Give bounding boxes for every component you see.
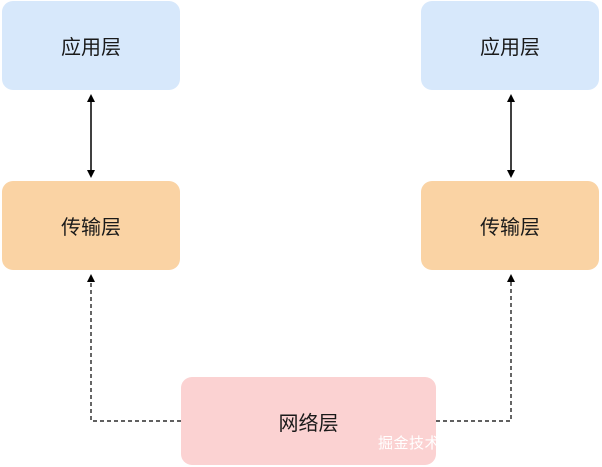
network-layer: 网络层	[181, 377, 436, 465]
application-layer-right: 应用层	[421, 1, 599, 90]
transport-layer-left: 传输层	[2, 181, 180, 270]
dashed-arrow-network-to-transport-left	[87, 274, 181, 422]
transport-layer-right: 传输层	[421, 181, 599, 270]
dashed-arrow-network-to-transport-right	[436, 274, 515, 422]
transport-layer-left-label: 传输层	[61, 215, 121, 239]
application-layer-left-label: 应用层	[61, 35, 121, 59]
watermark: 掘金技术社区 @ 夫琅和费米线	[377, 434, 590, 452]
transport-layer-right-label: 传输层	[480, 215, 540, 239]
application-layer-right-label: 应用层	[480, 35, 540, 59]
application-layer-left: 应用层	[2, 1, 180, 90]
network-layer-label: 网络层	[278, 410, 339, 435]
